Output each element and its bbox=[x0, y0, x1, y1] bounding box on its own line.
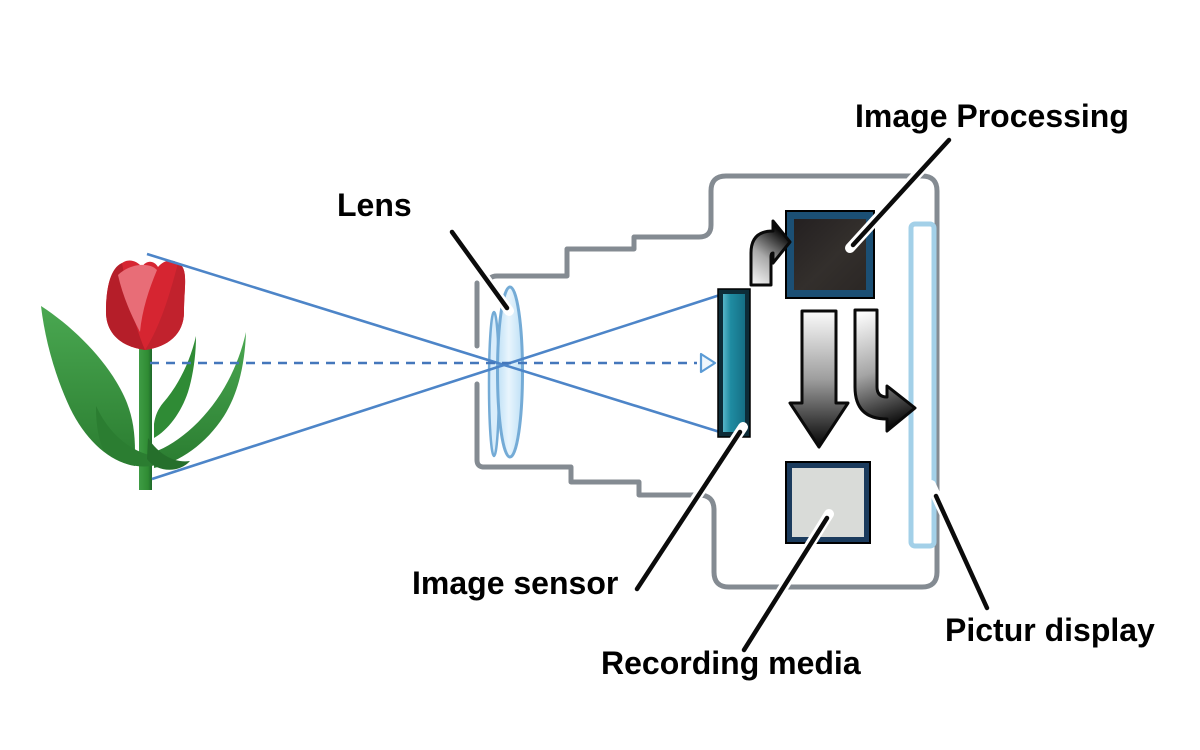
optical-axis-arrowhead-icon bbox=[699, 352, 717, 374]
tulip-leaf-curl-right bbox=[147, 438, 190, 470]
light-ray-bottom bbox=[151, 292, 724, 481]
tulip-flower-icon bbox=[41, 260, 246, 490]
lens-icon bbox=[487, 285, 524, 459]
image-sensor-icon bbox=[717, 288, 751, 438]
image-processing-surface bbox=[794, 219, 866, 290]
image-sensor-surface bbox=[723, 294, 745, 432]
recording-media-label: Recording media bbox=[601, 645, 861, 681]
image-processing-chip-icon bbox=[785, 210, 875, 299]
picture-display-panel-icon bbox=[908, 221, 937, 549]
image-processing-label: Image Processing bbox=[855, 98, 1129, 134]
down-arrow-icon bbox=[788, 309, 850, 449]
recording-media-surface bbox=[792, 468, 864, 537]
recording-media-card-icon bbox=[785, 461, 871, 544]
tulip-petal-highlight bbox=[118, 264, 157, 332]
image-processing-leader-line bbox=[850, 137, 952, 248]
leader-lines bbox=[449, 137, 990, 653]
tulip-right-inner-leaf bbox=[154, 336, 196, 438]
image-sensor-label: Image sensor bbox=[412, 565, 619, 601]
light-rays bbox=[146, 252, 724, 481]
flow-arrows bbox=[749, 219, 917, 449]
camera-body-path bbox=[480, 173, 940, 590]
bent-right-arrow-icon bbox=[749, 219, 792, 287]
image-sensor-leader-line bbox=[634, 429, 743, 592]
aperture-plate-bottom bbox=[474, 381, 487, 470]
tulip-left-leaf bbox=[41, 306, 135, 466]
picture-display-label: Pictur display bbox=[945, 612, 1155, 648]
picture-display-leader-line bbox=[933, 493, 990, 611]
elbow-right-arrow-icon bbox=[853, 308, 917, 433]
camera-body-outline bbox=[474, 173, 940, 590]
tulip-left-petal bbox=[106, 263, 145, 350]
recording-media-leader-line bbox=[741, 515, 830, 653]
lens-label: Lens bbox=[337, 187, 412, 223]
tulip-right-petal bbox=[145, 263, 186, 350]
tulip-leaf-curl bbox=[96, 406, 168, 467]
light-ray-top bbox=[146, 252, 724, 435]
lens-leader-line bbox=[449, 229, 510, 311]
